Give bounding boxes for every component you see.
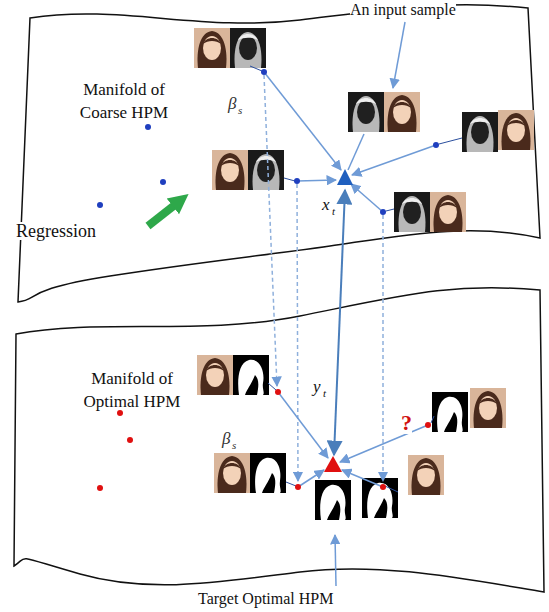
mapping-arrow — [334, 190, 345, 455]
regression-arrow — [148, 204, 176, 226]
variable-symbol: x — [322, 196, 330, 213]
coarse-dots — [97, 69, 439, 215]
target-triangle — [324, 456, 342, 472]
correspondence-lines — [264, 75, 383, 481]
manifold-label: Manifold of Coarse HPM — [66, 78, 182, 124]
manifold-sheet: Manifold of Optimal HPM — [6, 268, 548, 598]
optimal-dots — [97, 389, 431, 491]
sample-links — [250, 66, 462, 492]
neighbor-links — [264, 22, 436, 586]
weight-symbol: β — [222, 430, 230, 447]
variable-symbol: y — [313, 378, 321, 395]
weight-subscript: s — [238, 105, 242, 116]
callout-text: An input sample — [350, 2, 456, 18]
weight-symbol: β — [228, 95, 236, 112]
input-triangle — [337, 169, 353, 185]
regression-label: Regression — [16, 222, 96, 240]
variable-subscript: t — [332, 206, 335, 217]
weight-subscript: s — [232, 440, 236, 451]
manifold-label: Manifold of Optimal HPM — [68, 367, 196, 413]
photo-thumbnails — [194, 28, 534, 520]
variable-subscript: t — [323, 388, 326, 399]
question-mark: ? — [401, 412, 412, 434]
callout-text: Target Optimal HPM — [198, 591, 333, 607]
manifold-outline — [6, 268, 548, 598]
